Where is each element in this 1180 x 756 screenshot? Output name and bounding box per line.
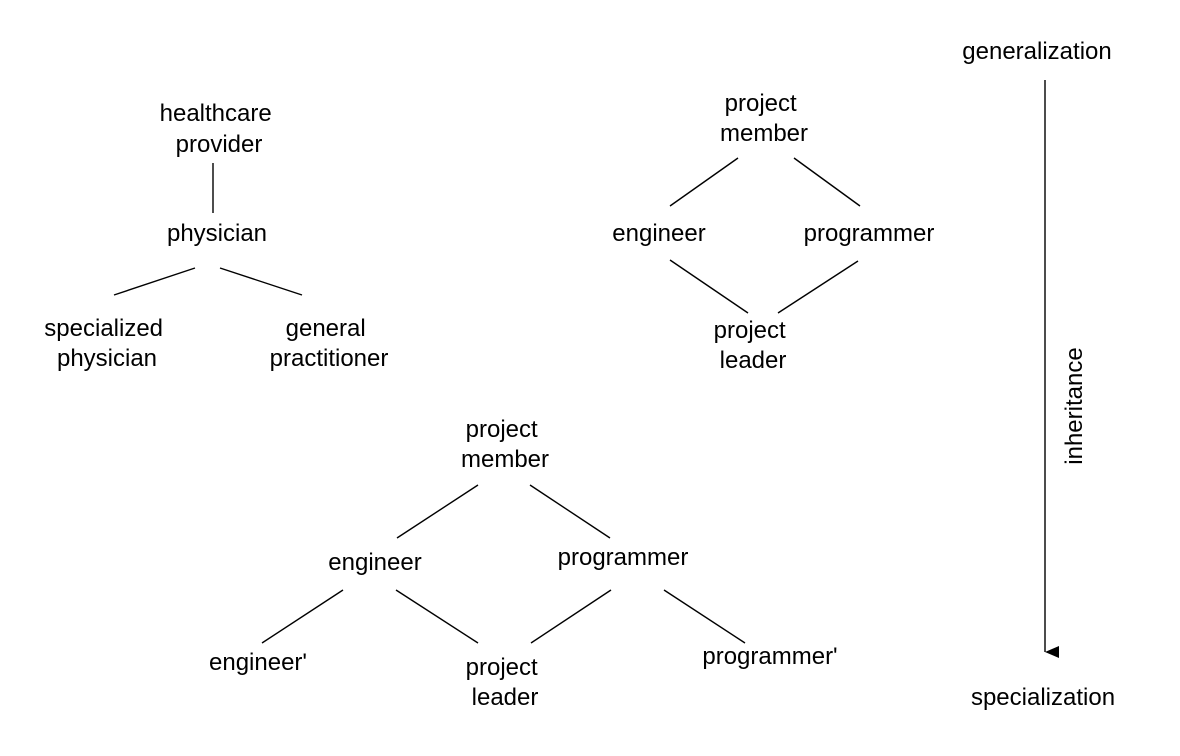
edge-member3-engineer3 bbox=[396, 484, 479, 539]
node-project-leader-3-line1: project bbox=[466, 654, 538, 681]
edge-programmer-leader bbox=[777, 260, 859, 314]
node-project-member-line2: member bbox=[720, 120, 808, 147]
axis-bottom-label: specialization bbox=[971, 684, 1115, 711]
node-project-leader-3: project leader bbox=[466, 654, 545, 711]
node-engineer: engineer bbox=[612, 220, 705, 247]
inheritance-axis: generalization inheritance specializatio… bbox=[962, 38, 1115, 711]
node-healthcare-provider: healthcare provider bbox=[160, 100, 279, 158]
node-programmer-prime: programmer' bbox=[702, 643, 837, 670]
node-programmer: programmer bbox=[804, 220, 935, 247]
edge-physician-general bbox=[219, 267, 303, 296]
node-project-leader: project leader bbox=[714, 317, 793, 374]
edge-member3-programmer3 bbox=[529, 484, 611, 539]
node-project-member-line1: project bbox=[725, 90, 797, 117]
edge-programmer3-programmerprime bbox=[663, 589, 746, 644]
edge-member-engineer bbox=[669, 157, 739, 207]
node-engineer-prime: engineer' bbox=[209, 649, 307, 676]
healthcare-hierarchy: healthcare provider physician specialize… bbox=[44, 100, 388, 372]
node-project-leader-line2: leader bbox=[720, 347, 787, 374]
node-general-practitioner-line1: general bbox=[286, 315, 366, 342]
axis-top-label: generalization bbox=[962, 38, 1111, 65]
edge-physician-specialized bbox=[113, 267, 196, 296]
node-project-member: project member bbox=[720, 90, 808, 147]
node-programmer-3: programmer bbox=[558, 544, 689, 571]
node-project-member-3-line2: member bbox=[461, 446, 549, 473]
node-general-practitioner: general practitioner bbox=[270, 315, 389, 372]
edge-member-programmer bbox=[793, 157, 861, 207]
extended-project-hierarchy: project member engineer programmer engin… bbox=[209, 416, 838, 711]
node-healthcare-provider-line2: provider bbox=[176, 131, 263, 158]
node-project-leader-line1: project bbox=[714, 317, 786, 344]
node-engineer-3: engineer bbox=[328, 549, 421, 576]
node-specialized-physician-line2: physician bbox=[57, 345, 157, 372]
edge-programmer3-leader3 bbox=[530, 589, 612, 644]
node-healthcare-provider-line1: healthcare bbox=[160, 100, 272, 127]
node-project-member-3-line1: project bbox=[466, 416, 538, 443]
edge-engineer-leader bbox=[669, 259, 749, 314]
edge-engineer3-leader3 bbox=[395, 589, 479, 644]
edge-engineer3-engineerprime bbox=[261, 589, 344, 644]
node-physician: physician bbox=[167, 220, 267, 247]
node-specialized-physician: specialized physician bbox=[44, 315, 169, 372]
node-project-leader-3-line2: leader bbox=[472, 684, 539, 711]
node-project-member-3: project member bbox=[461, 416, 549, 473]
axis-middle-label: inheritance bbox=[1061, 347, 1088, 464]
project-diamond: project member engineer programmer proje… bbox=[612, 90, 934, 374]
node-general-practitioner-line2: practitioner bbox=[270, 345, 389, 372]
node-specialized-physician-line1: specialized bbox=[44, 315, 163, 342]
